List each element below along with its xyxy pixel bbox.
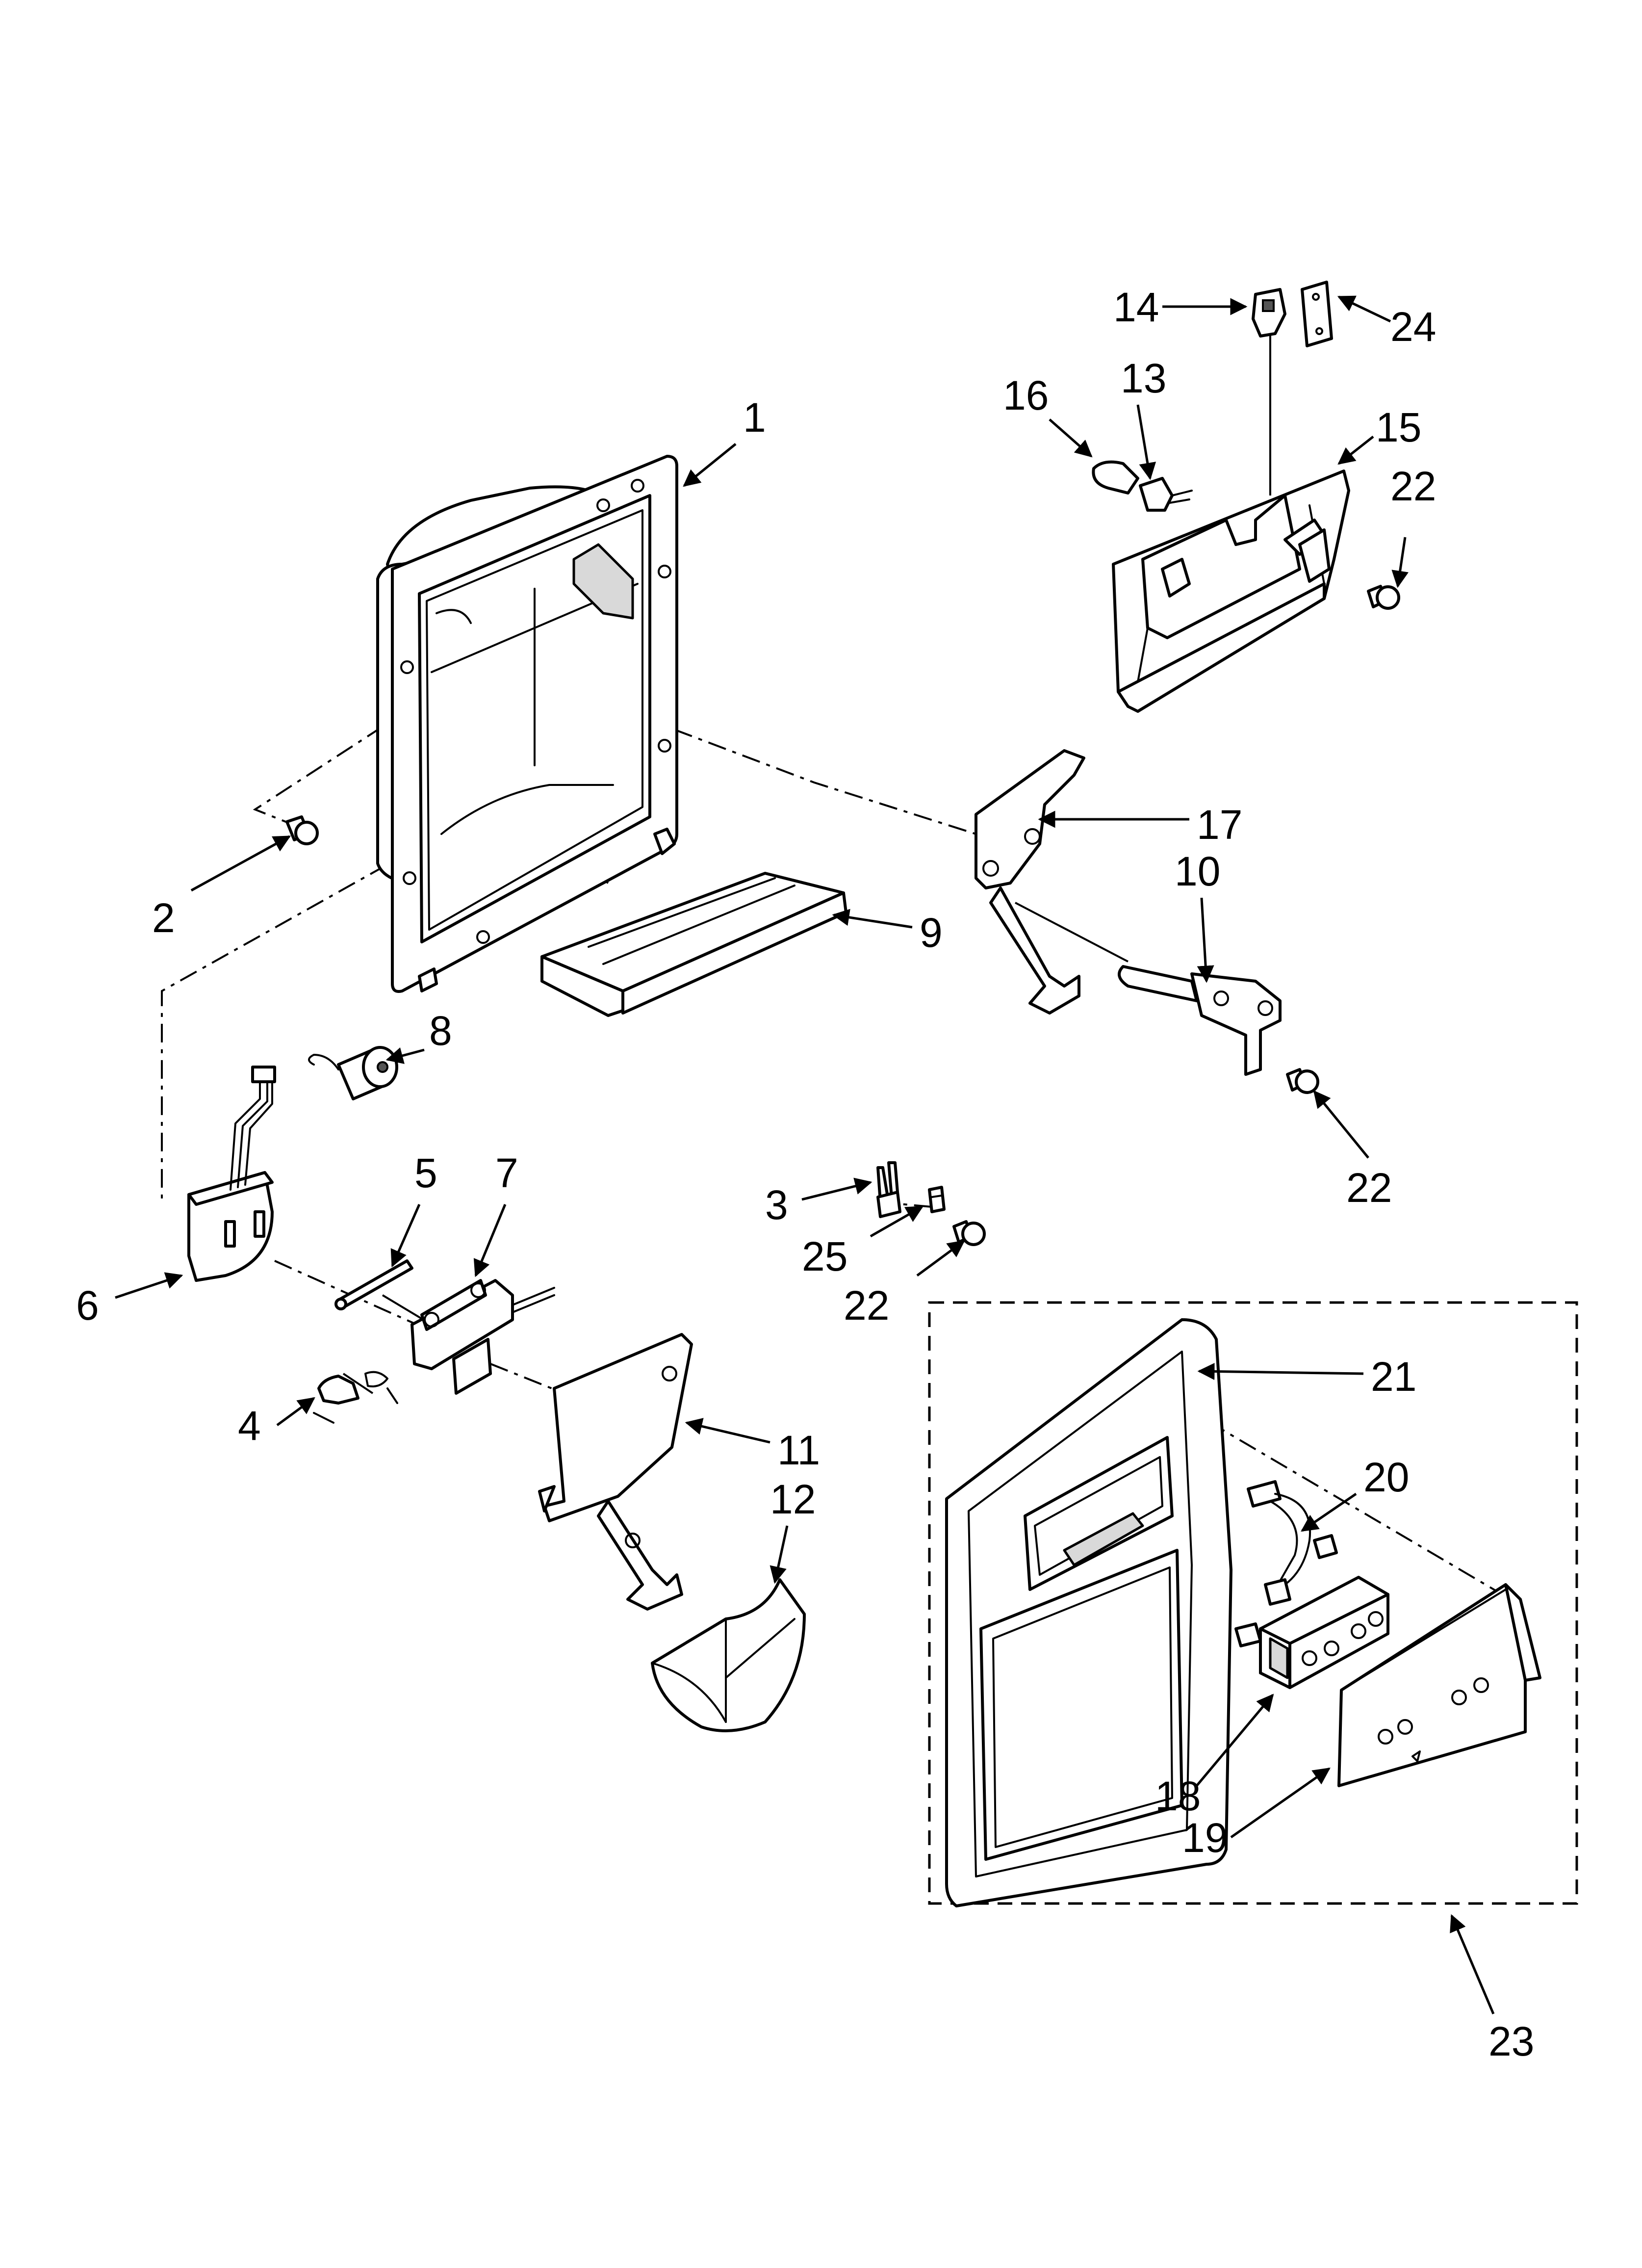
- kit-boundary-box: [928, 1301, 1578, 1905]
- callout-8: 8: [429, 1008, 452, 1054]
- callout-24: 24: [1390, 304, 1436, 350]
- door-bracket: [410, 1279, 555, 1395]
- dispenser-lever-arm: [975, 749, 1085, 1015]
- dispenser-facade: [945, 1318, 1232, 1907]
- callout-22-c: 22: [844, 1282, 889, 1329]
- callout-16: 16: [1003, 372, 1049, 418]
- control-panel-overlay: [1337, 1583, 1541, 1787]
- screw-part-2: [285, 815, 319, 845]
- callout-3: 3: [765, 1182, 788, 1228]
- drip-tray: [540, 872, 847, 1017]
- pivot-rod: [334, 1259, 413, 1310]
- micro-switch: [1252, 288, 1286, 338]
- switch-housing: [1112, 469, 1350, 713]
- lamp-bulb: [1092, 460, 1139, 495]
- callout-17: 17: [1197, 802, 1242, 848]
- callout-11: 11: [777, 1427, 820, 1473]
- screw-part-22-c: [1367, 585, 1400, 610]
- callout-leaders: [115, 295, 1495, 2014]
- ice-funnel: [651, 1578, 806, 1732]
- lamp-socket: [1139, 477, 1193, 512]
- dispenser-housing: [376, 455, 678, 993]
- callout-19: 19: [1182, 1815, 1228, 1861]
- switch-board: [1259, 1576, 1389, 1689]
- callout-22-a: 22: [1390, 463, 1436, 509]
- callout-9: 9: [920, 910, 943, 956]
- callout-21: 21: [1371, 1354, 1416, 1400]
- callout-18: 18: [1155, 1773, 1201, 1819]
- callout-labels: 1 2 3 4 5 6 7 8 9 10 11 12 13 14 15 16 1…: [76, 284, 1534, 2064]
- callout-23: 23: [1488, 2018, 1534, 2064]
- actuator-arm: [1118, 965, 1282, 1076]
- callout-6: 6: [76, 1282, 99, 1329]
- callout-13: 13: [1121, 355, 1166, 401]
- callout-10: 10: [1175, 848, 1220, 894]
- callout-12: 12: [770, 1476, 816, 1522]
- screw-part-22-a: [1286, 1068, 1319, 1094]
- callout-22-b: 22: [1346, 1165, 1392, 1211]
- control-module: [187, 1066, 276, 1282]
- small-clip: [928, 1186, 946, 1213]
- switch-insulator: [1301, 281, 1333, 347]
- callout-1: 1: [743, 394, 766, 441]
- callout-20: 20: [1363, 1454, 1409, 1500]
- solenoid: [308, 1046, 398, 1100]
- callout-5: 5: [414, 1150, 437, 1196]
- callout-25: 25: [802, 1233, 847, 1279]
- springs: [313, 1371, 398, 1424]
- callout-15: 15: [1376, 404, 1421, 450]
- callout-2: 2: [152, 895, 175, 941]
- chute-door: [538, 1333, 693, 1611]
- callout-7: 7: [495, 1150, 518, 1196]
- screw-part-22-b: [952, 1220, 986, 1246]
- spring-clip: [876, 1161, 901, 1218]
- callout-14: 14: [1113, 284, 1159, 330]
- callout-4: 4: [238, 1403, 261, 1449]
